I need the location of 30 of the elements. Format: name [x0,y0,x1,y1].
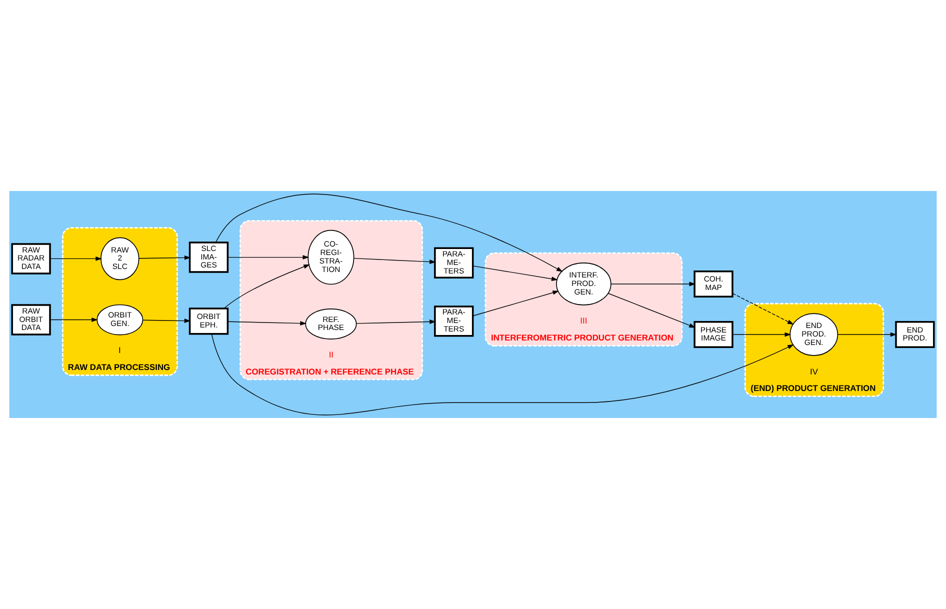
arrow [224,264,310,309]
arrow [732,332,792,337]
arrow [211,334,794,416]
node-box: PARA- ME- TERS [434,247,474,279]
arrow [138,255,191,260]
arrow [50,256,102,261]
node-box: ORBIT EPH. [188,308,229,335]
node-ellipse: ORBIT GEN. [96,304,144,336]
node-box: PARA- ME- TERS [434,306,474,337]
arrow [838,332,897,337]
arrow [732,293,794,325]
node-ellipse: REF. PHASE [305,308,357,340]
node-ellipse: END PROD. GEN. [790,313,838,356]
node-box: PHASE IMAGE [694,321,734,348]
arrow [356,320,436,324]
node-box: COH. MAP [694,270,734,298]
arrow [354,258,436,264]
node-box: RAW RADAR DATA [11,243,51,274]
arrow [227,255,310,260]
arrow [142,318,191,324]
node-ellipse: CO- REGI- STRA- TION [308,230,354,285]
arrow [50,318,98,322]
node-box: SLC IMA- GES [188,242,229,273]
arrow [608,293,696,328]
node-box: RAW ORBIT DATA [11,304,51,336]
arrow [610,282,696,286]
arrow [215,194,563,272]
node-box: END PROD. [895,321,935,348]
arrow [227,321,306,326]
node-circle: RAW 2 SLC [100,237,140,280]
